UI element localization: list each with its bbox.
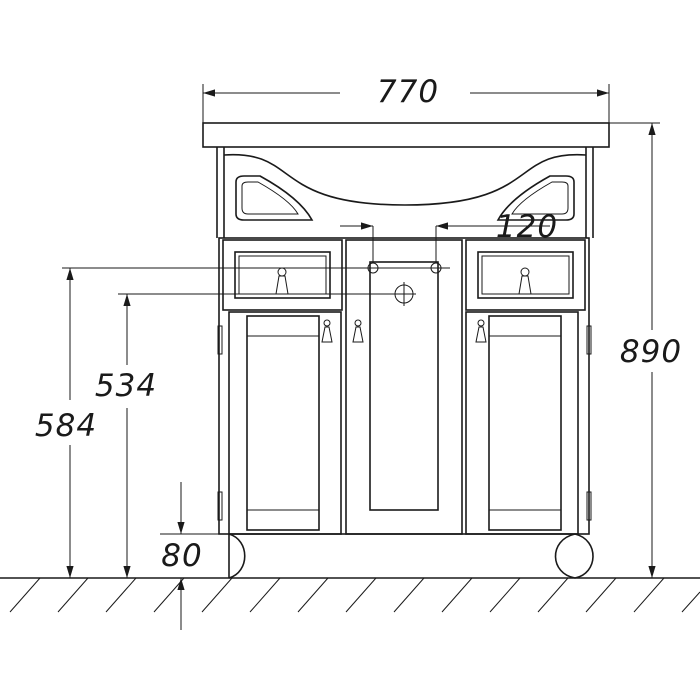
door-knob-left bbox=[323, 319, 331, 327]
basin-inner-sides bbox=[223, 147, 587, 238]
dim-plinth: 80 bbox=[160, 482, 240, 630]
dim-plinth-label: 80 bbox=[161, 538, 202, 574]
dim-pipe-offset: 120 bbox=[340, 209, 558, 262]
drawer-handle-right bbox=[518, 275, 532, 295]
dim-584-label: 584 bbox=[35, 408, 97, 444]
basin-sides bbox=[216, 147, 594, 238]
floor-hatch bbox=[9, 577, 700, 613]
drawer-knob-right bbox=[520, 267, 530, 277]
drawer-handle-left bbox=[275, 275, 289, 295]
door-knob-right bbox=[477, 319, 485, 327]
dim-total-height: 890 bbox=[600, 122, 682, 579]
drawer-left bbox=[222, 239, 343, 311]
cabinet bbox=[202, 122, 610, 579]
center-knob bbox=[354, 319, 362, 327]
countertop bbox=[202, 122, 610, 148]
dim-height-label: 890 bbox=[620, 334, 682, 370]
floor bbox=[0, 577, 700, 613]
drawer-knob-left bbox=[277, 267, 287, 277]
hinges bbox=[217, 325, 592, 521]
dim-534: 534 bbox=[95, 293, 404, 578]
dim-width: 770 bbox=[202, 74, 610, 123]
dim-pipe-offset-label: 120 bbox=[496, 209, 558, 245]
dim-width-label: 770 bbox=[377, 74, 439, 110]
drawer-right bbox=[465, 239, 586, 311]
dim-534-label: 534 bbox=[95, 368, 157, 404]
decor-panel-left bbox=[235, 175, 314, 221]
door-right bbox=[465, 311, 579, 535]
door-left bbox=[228, 311, 364, 535]
dim-584: 584 bbox=[35, 267, 450, 578]
decor-panel-right bbox=[496, 175, 575, 221]
feet bbox=[219, 533, 594, 579]
center-column bbox=[345, 239, 463, 535]
basin-bowl-curve bbox=[223, 153, 587, 206]
